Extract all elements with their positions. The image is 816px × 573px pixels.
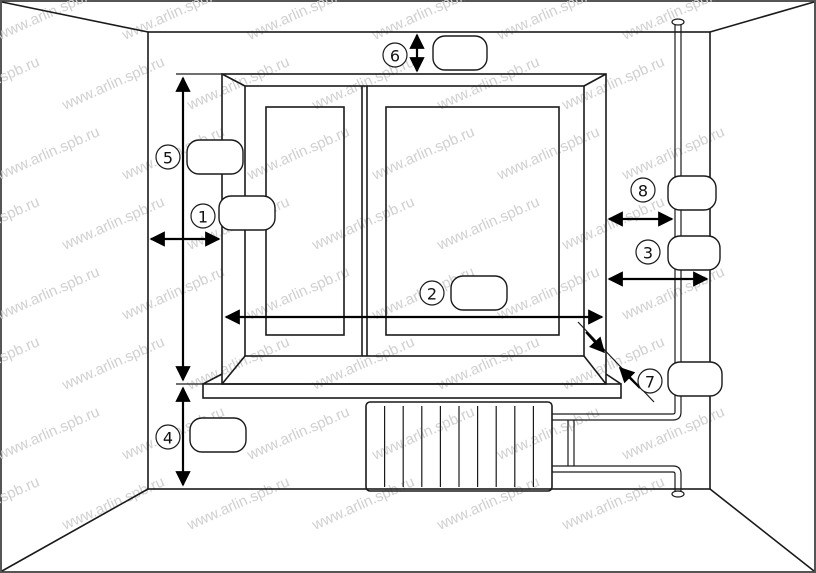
callout-number: 2 [427, 285, 437, 304]
watermark-text: www.arlin.spb.ru [119, 263, 227, 324]
watermark-text: www.arlin.spb.ru [0, 123, 102, 184]
watermark-text: www.arlin.spb.ru [244, 263, 352, 324]
watermark-text: www.arlin.spb.ru [0, 333, 42, 394]
radiator [365, 401, 553, 492]
callout-2: 2 [419, 280, 445, 306]
callout-circle [155, 424, 181, 450]
watermark-text: www.arlin.spb.ru [0, 263, 102, 324]
callout-number: 5 [163, 149, 173, 168]
callout-3: 3 [635, 239, 661, 265]
watermark-text: www.arlin.spb.ru [184, 53, 292, 114]
watermark-text: www.arlin.spb.ru [434, 473, 542, 534]
watermark-text: www.arlin.spb.ru [494, 263, 602, 324]
watermark-text: www.arlin.spb.ru [244, 403, 352, 464]
callout-number: 6 [390, 47, 400, 66]
callout-circle [635, 239, 661, 265]
callout-8: 8 [630, 177, 656, 203]
callout-7: 7 [637, 368, 663, 394]
value-box-8[interactable] [667, 175, 717, 211]
watermark-text: www.arlin.spb.ru [559, 473, 667, 534]
callout-circle [190, 203, 216, 229]
callout-1: 1 [190, 203, 216, 229]
watermark-text: www.arlin.spb.ru [0, 473, 42, 534]
watermark-text: www.arlin.spb.ru [494, 0, 602, 44]
watermark-text: www.arlin.spb.ru [369, 123, 477, 184]
value-box-4[interactable] [189, 417, 247, 453]
window-sill [202, 373, 622, 399]
watermark-text: www.arlin.spb.ru [434, 193, 542, 254]
callout-number: 3 [643, 244, 653, 263]
callout-number: 7 [645, 373, 655, 392]
watermark-text: www.arlin.spb.ru [494, 403, 602, 464]
watermark-text: www.arlin.spb.ru [494, 123, 602, 184]
callout-circle [155, 144, 181, 170]
callout-6: 6 [382, 42, 408, 68]
watermark-text: www.arlin.spb.ru [244, 123, 352, 184]
watermark-text: www.arlin.spb.ru [619, 403, 727, 464]
watermark-text: www.arlin.spb.ru [619, 0, 727, 44]
watermark-text: www.arlin.spb.ru [0, 53, 42, 114]
watermark-text: www.arlin.spb.ru [309, 193, 417, 254]
watermark-text: www.arlin.spb.ru [244, 0, 352, 44]
value-box-3[interactable] [667, 235, 721, 271]
callout-4: 4 [155, 424, 181, 450]
callout-number: 8 [638, 182, 648, 201]
watermark-layer: www.arlin.spb.ru www.arlin.spb.ru www.arli… [0, 0, 727, 534]
callout-circle [382, 42, 408, 68]
watermark-text: www.arlin.spb.ru [59, 473, 167, 534]
value-box-6[interactable] [432, 35, 488, 71]
watermark-text: www.arlin.spb.ru [59, 333, 167, 394]
value-box-1[interactable] [218, 195, 276, 231]
callout-5: 5 [155, 144, 181, 170]
callout-number: 4 [163, 429, 173, 448]
watermark-text: www.arlin.spb.ru [309, 333, 417, 394]
watermark-text: www.arlin.spb.ru [619, 123, 727, 184]
callout-circle [637, 368, 663, 394]
callout-circle [419, 280, 445, 306]
callout-number: 1 [198, 208, 208, 227]
value-box-5[interactable] [186, 139, 244, 175]
value-box-7[interactable] [667, 361, 723, 397]
watermark-text: www.arlin.spb.ru [619, 263, 727, 324]
watermark-text: www.arlin.spb.ru [559, 53, 667, 114]
watermark-text: www.arlin.spb.ru [309, 473, 417, 534]
callout-markers: 1 2 3 4 5 6 7 8 [155, 42, 663, 450]
heating-pipes [552, 18, 685, 498]
watermark-text: www.arlin.spb.ru [0, 403, 102, 464]
value-boxes [186, 35, 723, 453]
watermark-text: www.arlin.spb.ru [0, 0, 102, 44]
watermark-text: www.arlin.spb.ru [0, 193, 42, 254]
watermark-text: www.arlin.spb.ru [184, 473, 292, 534]
watermark-text: www.arlin.spb.ru [59, 53, 167, 114]
dimension-lines [149, 33, 709, 487]
value-box-2[interactable] [450, 275, 508, 311]
callout-circle [630, 177, 656, 203]
watermark-text: www.arlin.spb.ru [119, 0, 227, 44]
watermark-text: www.arlin.spb.ru [59, 193, 167, 254]
watermark-text: www.arlin.spb.ru [434, 333, 542, 394]
